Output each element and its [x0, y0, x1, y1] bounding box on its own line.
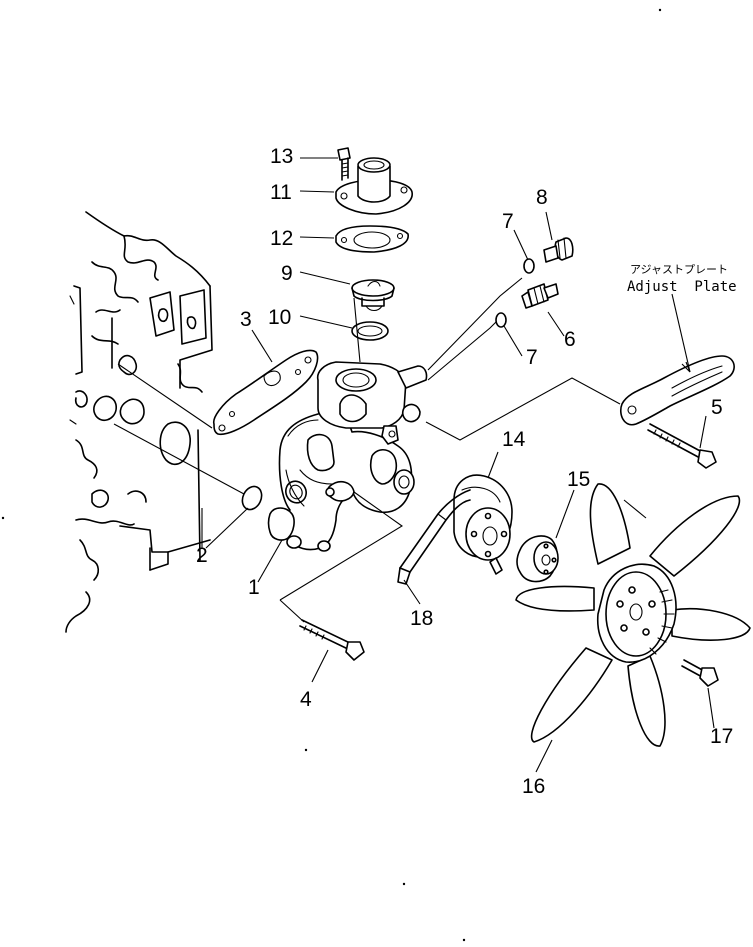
callout-14: 14 — [502, 428, 526, 451]
v-belt-part-18 — [397, 489, 471, 585]
note-japanese: アジャストプレート — [630, 263, 728, 276]
thermostat-housing — [316, 361, 428, 445]
callout-10: 10 — [268, 306, 291, 329]
callout-15: 15 — [567, 468, 590, 491]
leader-lines — [113, 157, 715, 773]
callout-6: 6 — [564, 328, 576, 351]
thermostat-cover-part-11 — [335, 157, 413, 215]
callout-12: 12 — [270, 227, 293, 250]
bolt-part-17 — [681, 659, 719, 687]
callout-8: 8 — [536, 186, 548, 209]
callout-3: 3 — [240, 308, 252, 331]
plug-part-8 — [543, 237, 574, 263]
spacer-part-15 — [516, 535, 559, 583]
callout-2: 2 — [196, 544, 208, 567]
callout-18: 18 — [410, 607, 433, 630]
callout-9: 9 — [281, 262, 293, 285]
adjust-plate — [620, 355, 735, 426]
callout-7-upper: 7 — [502, 210, 514, 233]
callout-1: 1 — [248, 576, 260, 599]
pulley-part-14 — [453, 474, 513, 575]
o-ring-part-2 — [241, 485, 263, 511]
bolt-part-5 — [647, 423, 717, 469]
note-english: Adjust Plate — [627, 279, 737, 295]
callout-4: 4 — [300, 688, 312, 711]
callout-7-lower: 7 — [526, 346, 538, 369]
callout-11: 11 — [270, 181, 292, 204]
gasket-part-10 — [351, 321, 389, 341]
callout-5: 5 — [711, 396, 723, 419]
gasket-part-3 — [212, 349, 319, 436]
gasket-part-12 — [335, 225, 409, 253]
engine-block — [65, 211, 213, 633]
scan-specks — [1, 8, 662, 942]
water-pump-part-1 — [267, 412, 415, 552]
thermostat-part-9 — [351, 279, 395, 312]
bolt-part-13 — [337, 147, 351, 181]
washer-part-7-upper — [523, 258, 535, 274]
callout-17: 17 — [710, 725, 733, 748]
sensor-part-6 — [521, 283, 559, 309]
callout-13: 13 — [270, 145, 293, 168]
fan-part-16 — [515, 483, 751, 747]
washer-part-7-lower — [495, 312, 507, 328]
callout-16: 16 — [522, 775, 545, 798]
bolt-part-4 — [299, 619, 365, 661]
